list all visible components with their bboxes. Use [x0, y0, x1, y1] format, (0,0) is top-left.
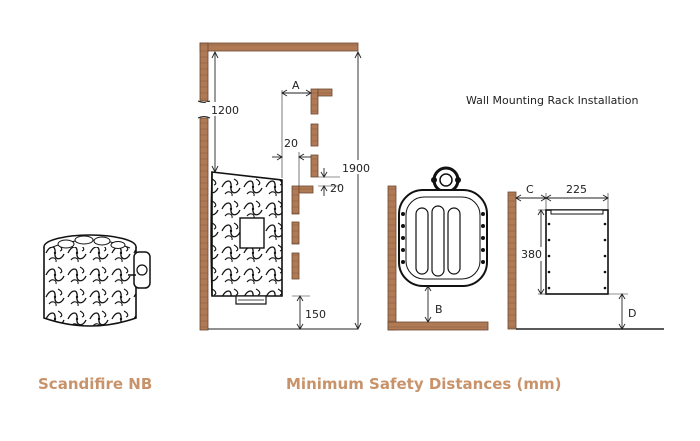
stones-top	[57, 235, 126, 249]
dim-rack-width: 225	[545, 183, 609, 210]
dim-total-height: 1900	[340, 50, 376, 331]
side-gap-2-label: 20	[330, 182, 344, 195]
dim-side-c: C	[515, 183, 547, 210]
dim-rack-height: 380	[519, 209, 546, 295]
dim-bottom-b: B	[424, 285, 443, 323]
mounting-rack	[545, 209, 609, 295]
rack-height-label: 380	[521, 248, 542, 261]
diagram-title-caption: Minimum Safety Distances (mm)	[286, 375, 562, 393]
floor-d-label: D	[628, 307, 636, 320]
floor-gap-label: 150	[305, 308, 326, 321]
side-gap-1-label: 20	[284, 137, 298, 150]
heater-product-illustration	[43, 234, 151, 327]
dim-side-gap-2: 20	[318, 168, 344, 196]
heater-door	[239, 217, 265, 249]
ceiling-wall	[199, 42, 359, 52]
front-wall	[387, 185, 397, 331]
side-c-label: C	[526, 183, 534, 196]
side-wall-upper	[199, 42, 209, 102]
front-floor	[387, 321, 489, 331]
dim-side-gap-1: 20	[272, 137, 311, 186]
rack-width-label: 225	[566, 183, 587, 196]
side-a-label: A	[292, 79, 300, 92]
total-height-label: 1900	[342, 162, 370, 175]
dim-floor-d: D	[608, 293, 636, 330]
product-name-caption: Scandifire NB	[38, 375, 153, 393]
dim-top-clearance: 1200	[206, 50, 242, 174]
wall-rack-view	[507, 191, 664, 330]
top-clearance-label: 1200	[211, 104, 239, 117]
front-view-wall-rack	[387, 166, 489, 331]
side-wall-panels	[291, 88, 333, 280]
side-view-wall-ceiling	[197, 42, 359, 331]
dim-floor-gap: 150	[292, 295, 326, 330]
heating-elements	[415, 205, 461, 277]
wall-rack-title: Wall Mounting Rack Installation	[466, 94, 639, 107]
side-wall-lower	[199, 117, 209, 331]
heater-side-view	[210, 171, 283, 305]
dim-side-a: A	[281, 79, 312, 178]
bottom-b-label: B	[435, 303, 443, 316]
rack-wall	[507, 191, 517, 330]
